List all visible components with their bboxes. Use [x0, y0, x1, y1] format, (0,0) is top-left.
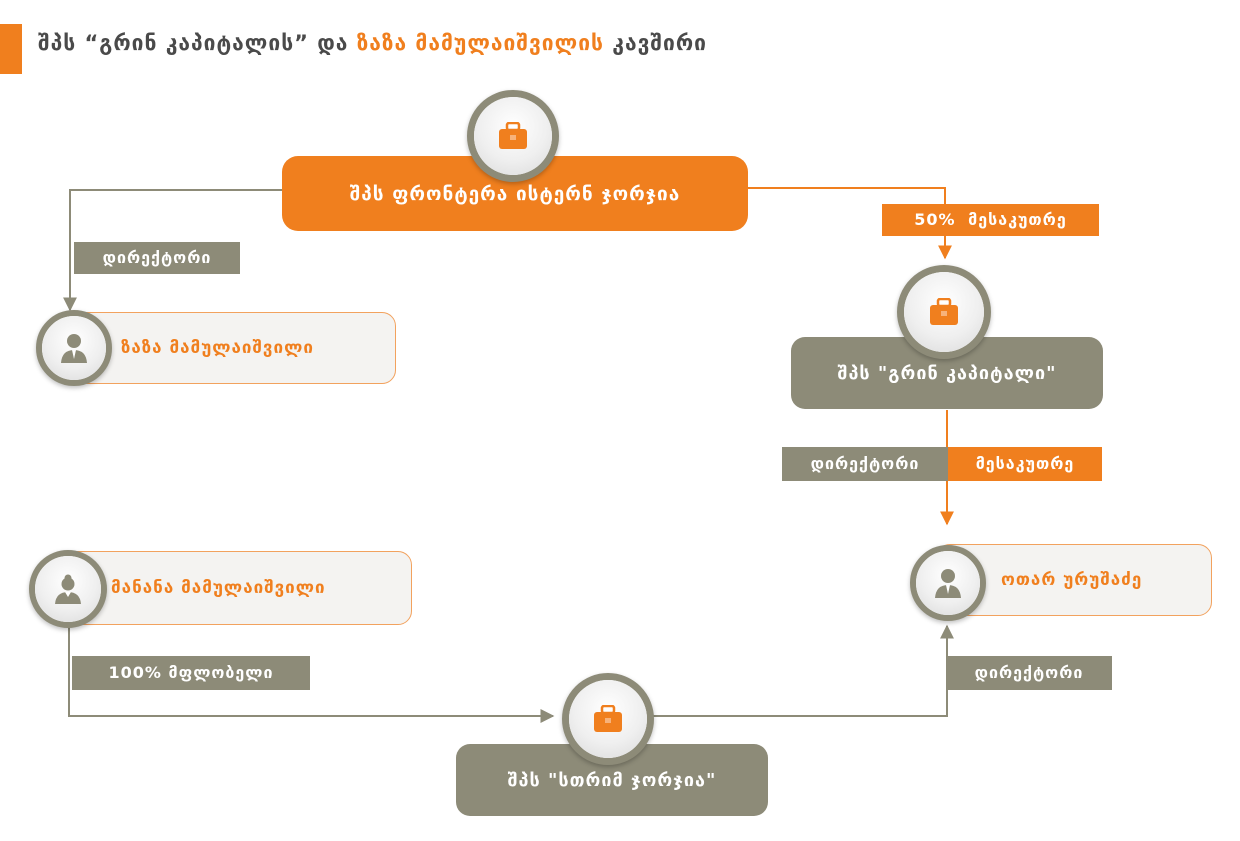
- man-avatar-icon: [935, 569, 961, 598]
- frontera-circle: [467, 90, 559, 182]
- person-zaza-label: ზაზა მამულაიშვილი: [121, 338, 314, 358]
- title-part-1: შპს “გრინ კაპიტალის” და: [38, 31, 349, 55]
- otar-avatar-circle: [910, 545, 986, 621]
- edge-label-manana-stream: 100% მფლობელი: [72, 656, 310, 690]
- title-part-2: კავშირი: [612, 31, 707, 55]
- woman-avatar-icon: [55, 574, 81, 604]
- briefcase-icon: [499, 122, 527, 149]
- person-manana-label: მანანა მამულაიშვილი: [111, 578, 326, 598]
- edge-manana-stream: [68, 626, 555, 723]
- edge-label-stream-otar: დირექტორი: [946, 656, 1112, 690]
- edge-stream-otar: [652, 624, 954, 717]
- title-highlight: ზაზა მამულაიშვილის: [356, 31, 604, 55]
- person-manana-box[interactable]: მანანა მამულაიშვილი: [54, 551, 412, 625]
- edge-label-frontera-green: 50% მესაკუთრე: [882, 204, 1099, 236]
- company-green-capital-label: შპს "გრინ კაპიტალი": [837, 362, 1057, 384]
- man-avatar-icon: [61, 334, 87, 363]
- title-accent-bar: [0, 24, 22, 74]
- person-zaza-box[interactable]: ზაზა მამულაიშვილი: [66, 312, 396, 384]
- edge-label-green-otar-role1: დირექტორი: [782, 447, 948, 481]
- stream-georgia-circle: [562, 673, 654, 765]
- person-otar-label: ოთარ ურუშაძე: [1001, 570, 1143, 590]
- green-capital-circle: [897, 265, 991, 359]
- briefcase-icon: [594, 705, 622, 732]
- briefcase-icon: [930, 298, 958, 325]
- company-stream-georgia-label: შპს "სთრიმ ჯორჯია": [507, 769, 717, 791]
- manana-avatar-circle: [29, 550, 107, 628]
- edge-frontera-zaza: [63, 189, 282, 312]
- zaza-avatar-circle: [36, 310, 112, 386]
- edge-label-frontera-green-role: მესაკუთრე: [968, 210, 1067, 229]
- company-frontera-label: შპს ფრონტერა ისტერნ ჯორჯია: [349, 182, 681, 205]
- edge-label-green-otar-role2: მესაკუთრე: [948, 447, 1102, 481]
- page-title: შპს “გრინ კაპიტალის” და ზაზა მამულაიშვილ…: [38, 26, 707, 60]
- edge-label-frontera-zaza: დირექტორი: [74, 242, 240, 274]
- edge-label-frontera-green-pct: 50%: [914, 210, 956, 229]
